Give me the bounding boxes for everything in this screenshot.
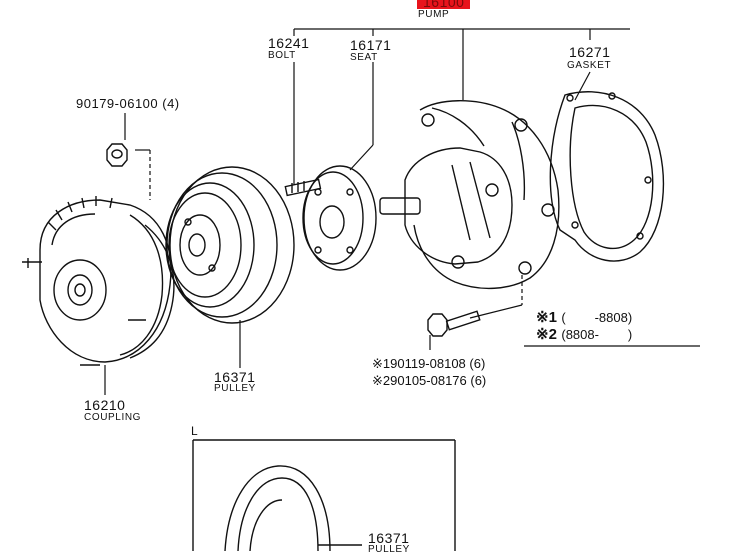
pulley-part-name: PULLEY: [214, 383, 256, 394]
pump-bolt-part: [427, 310, 481, 337]
variant-label: L: [191, 424, 198, 438]
nut-part-number: 90179-06100 (4): [76, 96, 180, 111]
pulley-part: [165, 166, 295, 324]
gasket-part-name: GASKET: [567, 60, 612, 71]
pulley-l-part-number: 16371: [368, 530, 410, 546]
bolt-2-part-number: ※290105-08176 (6): [372, 374, 486, 387]
legend-1-range: ( -8808): [561, 310, 633, 325]
bolt-part-name: BOLT: [268, 50, 296, 61]
pump-leader-lines: [104, 28, 700, 395]
nut-part: [106, 143, 128, 167]
coupling-part: [22, 196, 175, 366]
bolt-1-part-number: ※190119-08108 (6): [372, 357, 485, 370]
pulley-part-number: 16371: [214, 369, 256, 385]
bolt-part: [284, 178, 322, 197]
legend-row-2: ※2 (8808- ): [536, 327, 632, 343]
bolt-2-mark: ※2: [372, 373, 391, 388]
coupling-part-number: 16210: [84, 397, 126, 413]
gasket-part-number: 16271: [569, 44, 611, 60]
legend-1-mark: ※1: [536, 309, 557, 326]
gasket-part: [549, 91, 665, 262]
pump-part-name: PUMP: [418, 9, 450, 20]
bolt-1-number: 90119-08108 (6): [390, 356, 486, 371]
bolt-1-mark: ※1: [372, 356, 391, 371]
variant-l-bracket: [192, 439, 456, 551]
pulley-l-part-name: PULLEY: [368, 544, 410, 555]
pump-part-number: 16100: [417, 0, 471, 9]
bolt-part-number: 16241: [268, 35, 310, 51]
seat-part-name: SEAT: [350, 52, 378, 63]
water-pump-part: [379, 100, 560, 290]
legend-2-range: (8808- ): [561, 327, 633, 342]
legend-row-1: ※1 ( -8808): [536, 310, 632, 326]
pulley-l-part: [224, 465, 362, 551]
seat-part-number: 16171: [350, 37, 392, 53]
bolt-2-number: 90105-08176 (6): [390, 373, 487, 388]
legend-2-mark: ※2: [536, 326, 557, 343]
coupling-part-name: COUPLING: [84, 412, 142, 423]
seat-part: [302, 165, 377, 271]
